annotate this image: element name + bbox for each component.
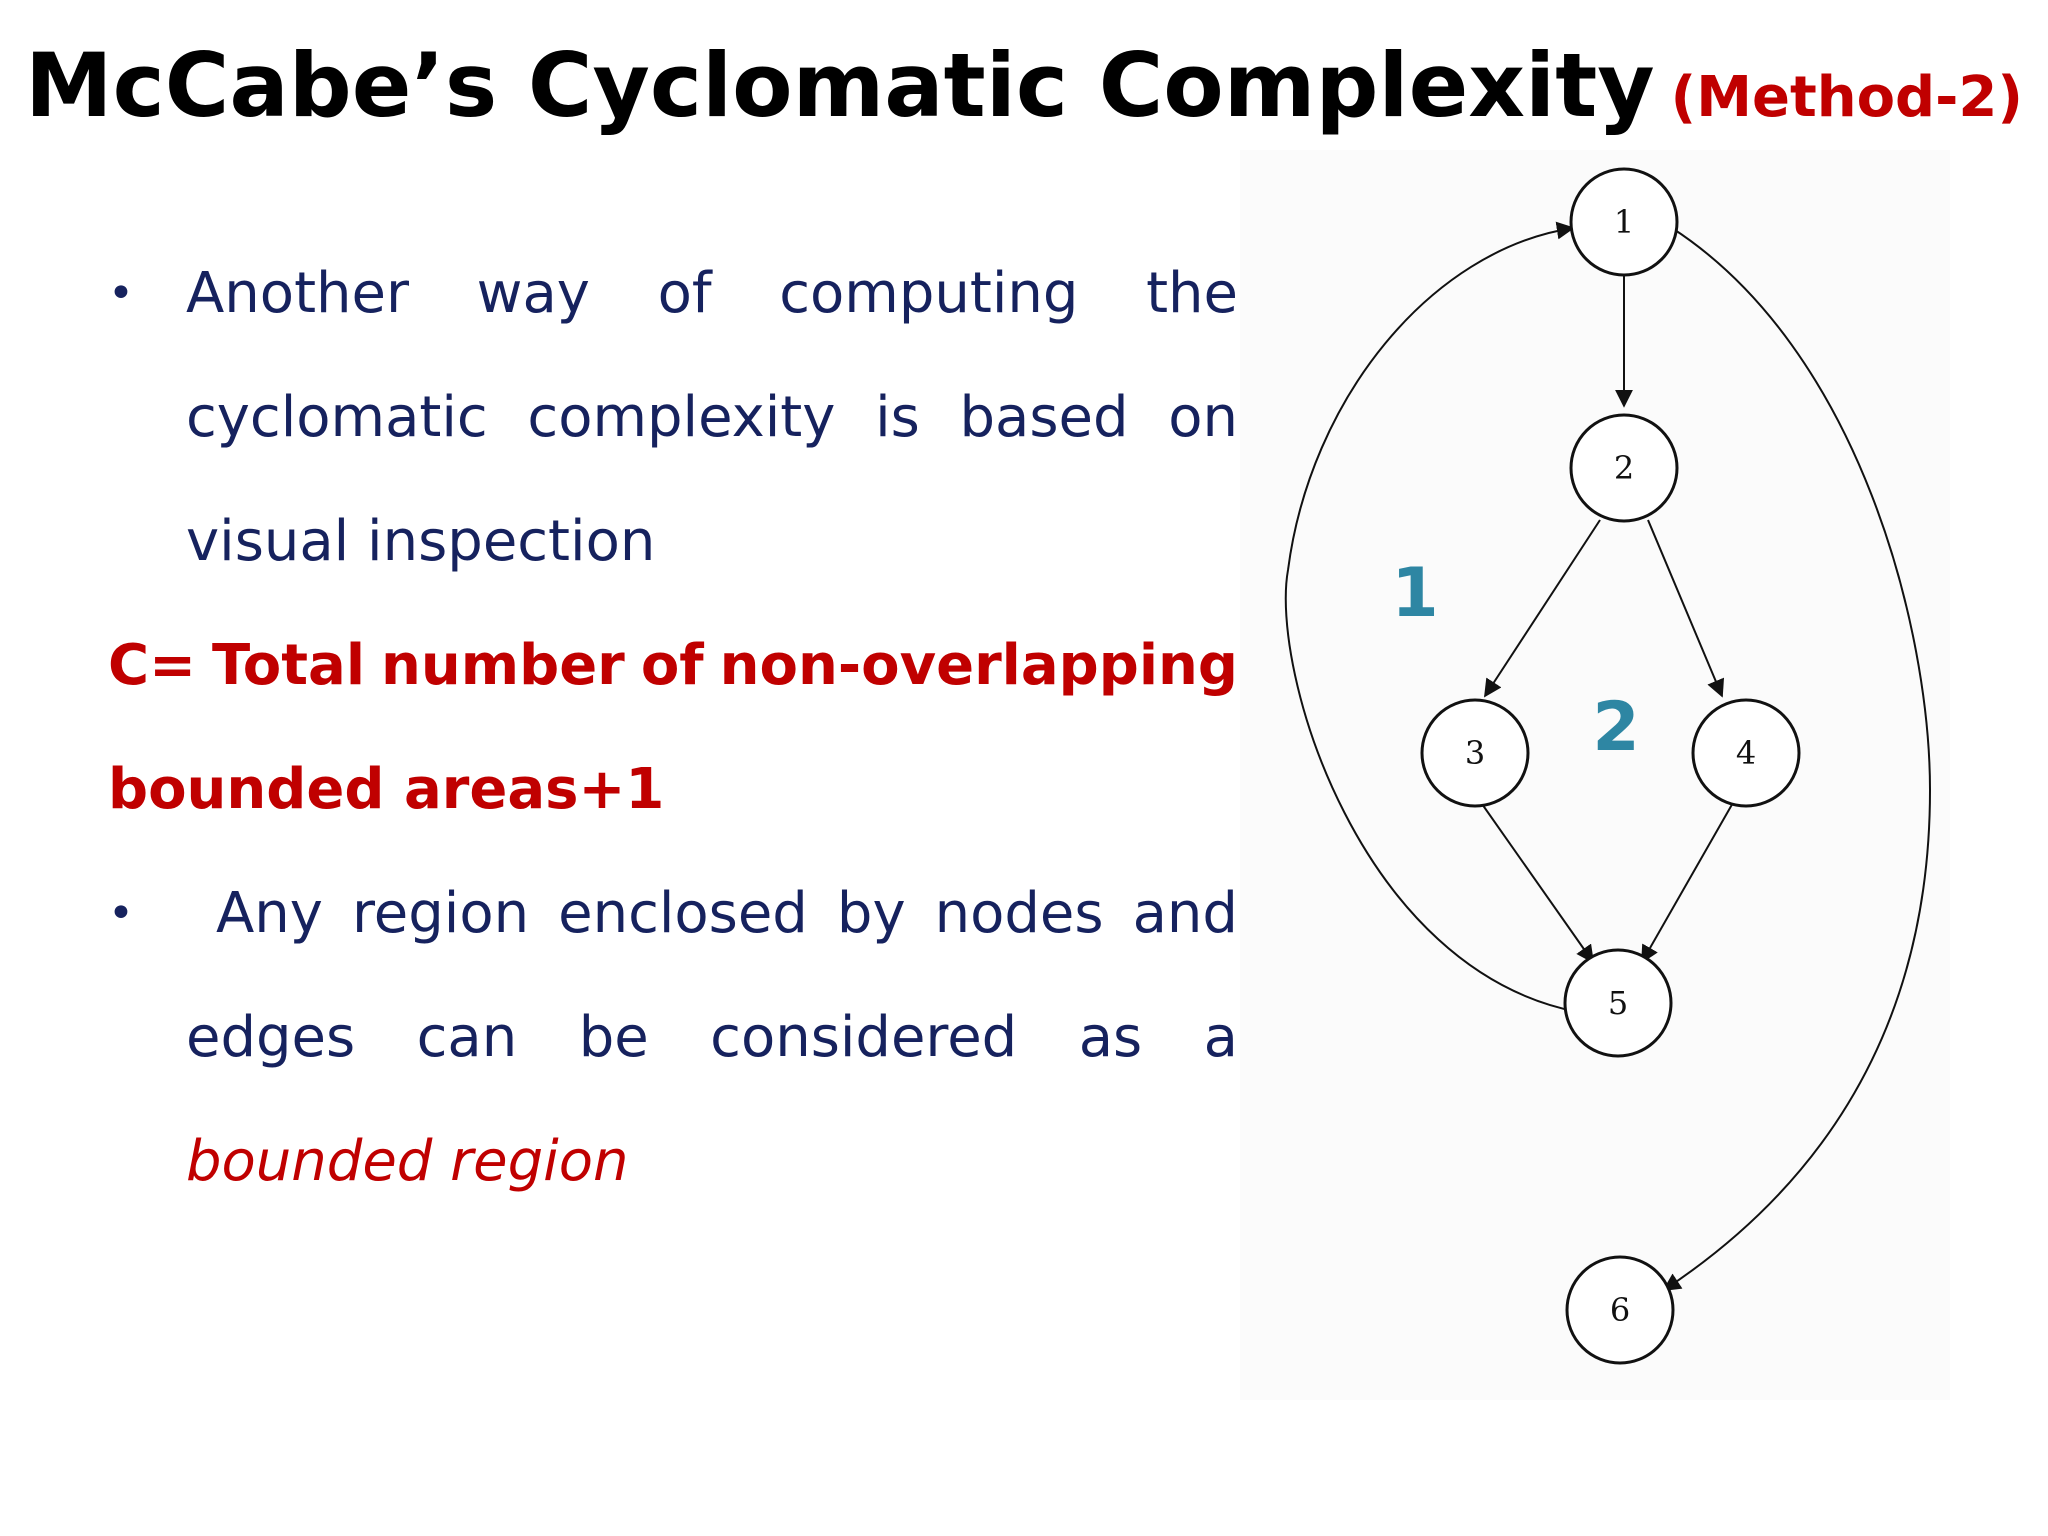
word: edges <box>186 1005 356 1070</box>
node-6-label: 6 <box>1610 1291 1630 1329</box>
bounded-region-term: bounded region <box>186 1129 629 1194</box>
bullet-1-line-3: visual inspection <box>186 509 656 574</box>
bullet-1-line-1: Another way of computing the <box>108 232 1238 356</box>
edge-1-6 <box>1662 227 1932 1291</box>
word: can <box>416 1005 518 1070</box>
bullet-2-line-1: Any region enclosed by nodes and <box>108 852 1238 976</box>
formula: C= Total number of non-overlapping bound… <box>108 604 1238 852</box>
bullet-2-line-3: bounded region <box>108 1100 1238 1224</box>
word: complexity <box>527 385 836 450</box>
node-5-label: 5 <box>1608 984 1628 1022</box>
word: as <box>1078 1005 1143 1070</box>
word: considered <box>710 1005 1018 1070</box>
word: C= <box>108 633 197 698</box>
word: Another <box>186 261 409 326</box>
title-method: (Method-2) <box>1670 65 2023 130</box>
word: nodes <box>934 881 1104 946</box>
word: on <box>1168 385 1238 450</box>
word: computing <box>779 261 1079 326</box>
node-3-label: 3 <box>1465 734 1485 772</box>
word: is <box>875 385 920 450</box>
edge-5-1 <box>1284 221 1579 1013</box>
bullet-dot-icon: • <box>108 888 134 939</box>
graph-svg: 1 2 3 4 5 6 1 2 <box>1284 167 1932 1365</box>
region-label-2: 2 <box>1592 688 1639 767</box>
word: Any <box>216 881 323 946</box>
word: enclosed <box>558 881 808 946</box>
node-5 <box>1563 948 1673 1058</box>
formula-line-2: bounded areas+1 <box>108 757 665 822</box>
word: Total <box>212 633 366 698</box>
word: be <box>578 1005 649 1070</box>
word: non-overlapping <box>719 633 1238 698</box>
node-1 <box>1569 167 1679 277</box>
formula-line-1: C= Total number of non-overlapping <box>108 604 1238 728</box>
word: of <box>640 633 704 698</box>
edge-2-4 <box>1647 519 1725 698</box>
node-6 <box>1565 1255 1675 1365</box>
node-3 <box>1420 698 1530 808</box>
word: number <box>381 633 625 698</box>
bullet-dot-icon: • <box>108 268 134 319</box>
title-main: McCabe’s Cyclomatic Complexity <box>25 34 1655 137</box>
word: way <box>476 261 590 326</box>
word: based <box>959 385 1129 450</box>
word: cyclomatic <box>186 385 488 450</box>
node-4-label: 4 <box>1736 734 1756 772</box>
slide-title: McCabe’s Cyclomatic Complexity(Method-2) <box>0 34 2048 137</box>
edge-3-5 <box>1474 793 1595 964</box>
bullet-1-line-2: cyclomatic complexity is based on <box>108 356 1238 480</box>
bullet-1: • Another way of computing the cyclomati… <box>108 232 1238 604</box>
word: and <box>1132 881 1238 946</box>
bullet-2: • Any region enclosed by nodes and edges… <box>108 852 1238 1224</box>
edge-2-3 <box>1484 519 1601 698</box>
edge-4-5 <box>1641 793 1739 964</box>
node-2-label: 2 <box>1614 449 1634 487</box>
word: region <box>351 881 530 946</box>
word: the <box>1146 261 1238 326</box>
word: a <box>1203 1005 1238 1070</box>
node-4 <box>1691 698 1801 808</box>
node-2 <box>1569 413 1679 523</box>
region-label-1: 1 <box>1391 554 1438 633</box>
word: by <box>836 881 906 946</box>
slide-text: • Another way of computing the cyclomati… <box>108 232 1238 1224</box>
control-flow-graph: 1 2 3 4 5 6 1 2 <box>1240 150 1950 1400</box>
word: of <box>657 261 712 326</box>
bullet-2-line-2: edges can be considered as a <box>108 976 1238 1100</box>
node-1-label: 1 <box>1614 203 1634 241</box>
